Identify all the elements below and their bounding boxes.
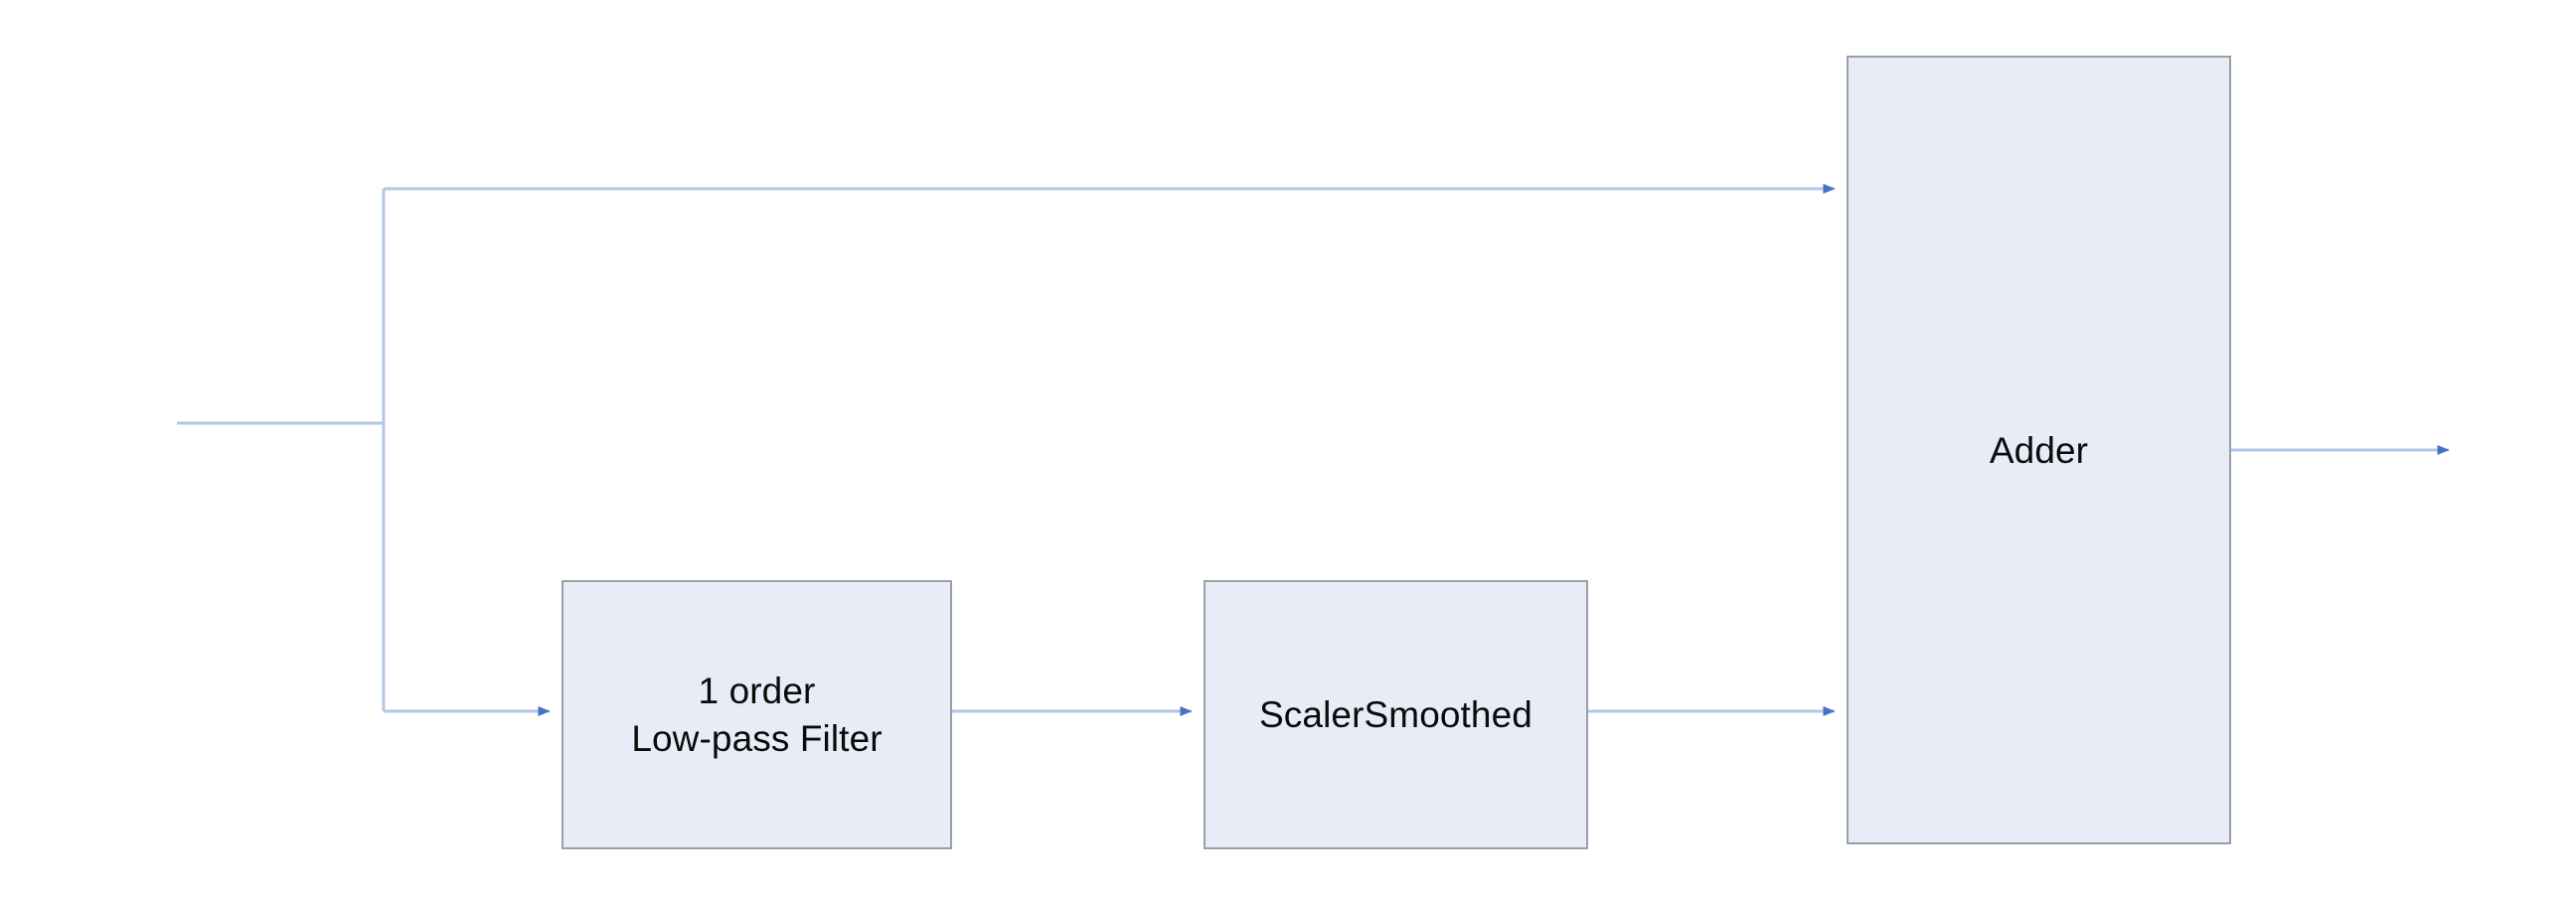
node-lowpass-filter[interactable]: 1 order Low-pass Filter bbox=[562, 580, 952, 849]
node-adder-label: Adder bbox=[1989, 430, 2089, 471]
node-scaler-smoothed[interactable]: ScalerSmoothed bbox=[1204, 580, 1588, 849]
node-lowpass-filter-label: 1 order Low-pass Filter bbox=[631, 671, 883, 759]
node-adder[interactable]: Adder bbox=[1847, 56, 2231, 844]
node-scaler-smoothed-label: ScalerSmoothed bbox=[1259, 693, 1532, 735]
